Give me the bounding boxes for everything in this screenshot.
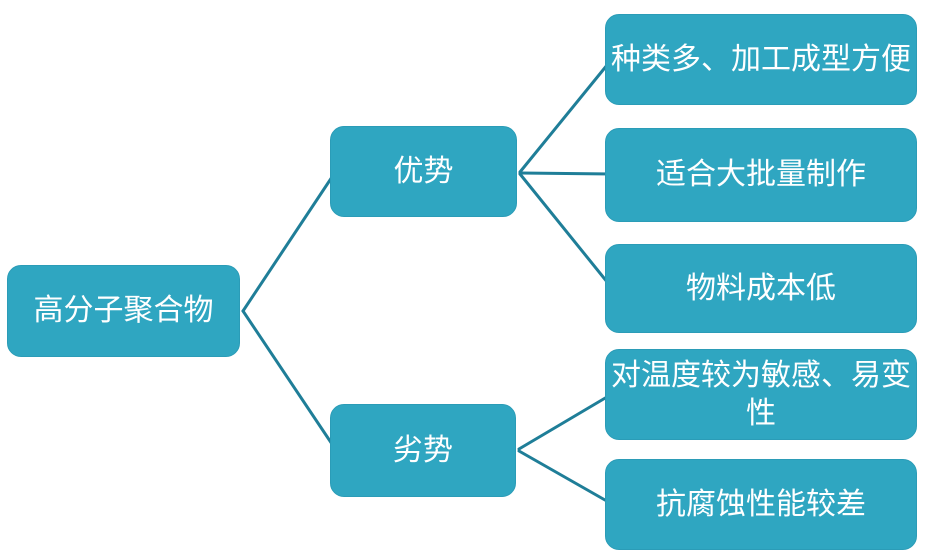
connector-disadvantages-child-1 [517, 392, 614, 451]
node-branch-disadvantages[interactable]: 劣势 [330, 404, 516, 497]
node-disadvantage-temperature-sensitive-label: 对温度较为敏感、易变性 [611, 358, 911, 430]
connector-advantages-child-2 [518, 171, 614, 176]
connector-advantages-child-1 [518, 57, 614, 174]
node-disadvantage-poor-corrosion-resistance-label: 抗腐蚀性能较差 [656, 487, 866, 521]
connector-disadvantages-child-2 [517, 449, 614, 506]
node-advantage-mass-production-label: 适合大批量制作 [656, 158, 866, 191]
node-advantage-variety-easy-molding[interactable]: 种类多、加工成型方便 [605, 14, 917, 105]
node-branch-advantages[interactable]: 优势 [330, 126, 517, 217]
node-root-polymer[interactable]: 高分子聚合物 [7, 265, 240, 357]
node-root-label: 高分子聚合物 [33, 294, 214, 327]
node-branch-disadvantages-label: 劣势 [393, 433, 453, 467]
node-advantage-low-material-cost[interactable]: 物料成本低 [605, 244, 917, 333]
connector-root-disadvantages [241, 309, 338, 452]
connector-root-advantages [241, 169, 338, 313]
connector-advantages-child-3 [518, 172, 614, 290]
node-disadvantage-temperature-sensitive[interactable]: 对温度较为敏感、易变性 [605, 349, 917, 440]
node-advantage-mass-production[interactable]: 适合大批量制作 [605, 128, 917, 222]
node-branch-advantages-label: 优势 [393, 154, 454, 188]
node-disadvantage-poor-corrosion-resistance[interactable]: 抗腐蚀性能较差 [605, 459, 917, 550]
node-advantage-low-material-cost-label: 物料成本低 [686, 271, 836, 305]
node-advantage-variety-easy-molding-label: 种类多、加工成型方便 [611, 42, 911, 76]
